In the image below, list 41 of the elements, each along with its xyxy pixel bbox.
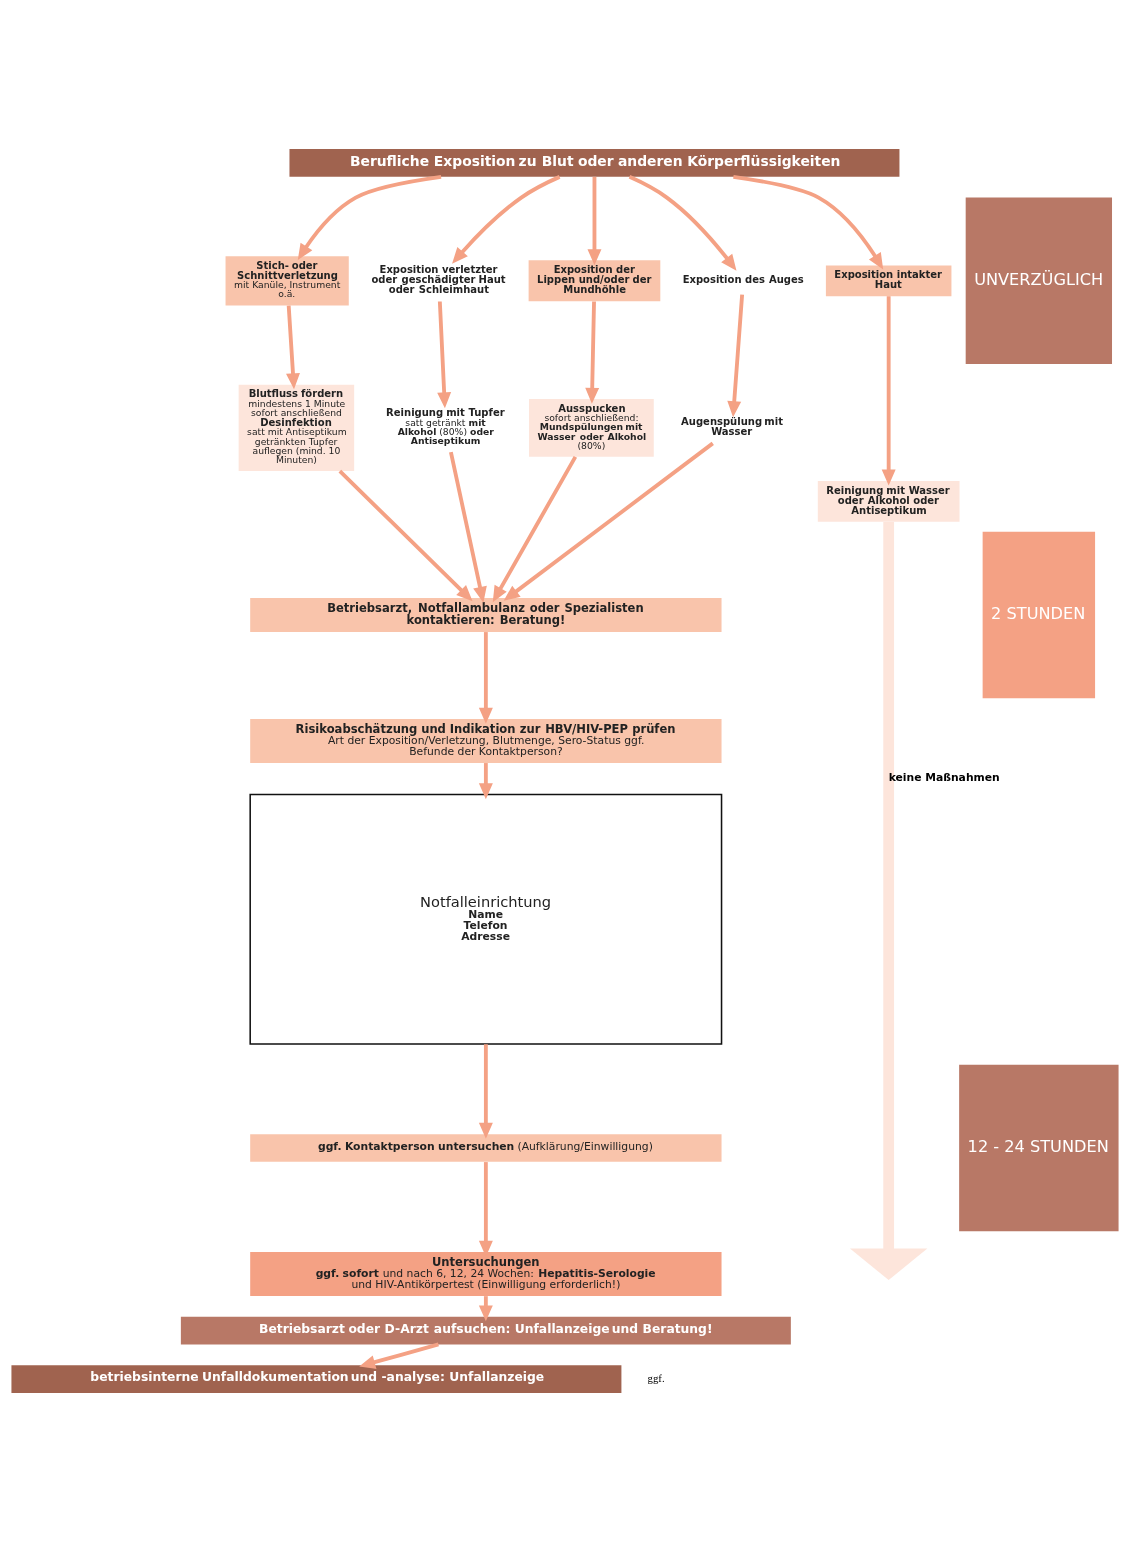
node-text: Exposition des Auges: [682, 273, 804, 285]
arrow: [449, 451, 487, 603]
node-text: Reinigung mit Tupfer satt getränkt mit Alkohol (80%) oder Antiseptikum: [386, 406, 505, 446]
arrow: [452, 174, 561, 264]
label: ggf.: [647, 1371, 665, 1384]
arrow: [628, 174, 737, 271]
node-box: Ausspucken sofort anschließend: Mundspülungen mit Wasser oder Alkohol (80%): [529, 398, 654, 457]
node-box: ggf. Kontaktperson untersuchen (Aufklärung/Einwilligung): [250, 1133, 722, 1162]
arrow: [585, 300, 600, 404]
node-box: Berufliche Exposition zu Blut oder anderen Körperflüssigkeiten: [289, 148, 900, 177]
arrow: [297, 174, 442, 260]
node-text: Exposition verletzter oder geschädigter Haut oder Schleimhaut: [371, 263, 506, 295]
node-box: Risikoabschätzung und Indikation zur HBV/HIV-PEP prüfen Art der Exposition/Verletzung, Blutmenge, Sero-Status ggf. Befunde der Kontaktperson?: [250, 718, 722, 763]
arrow: [733, 174, 884, 269]
arrow: [587, 176, 602, 265]
node-box: Exposition intakter Haut: [825, 264, 952, 296]
arrow: [492, 455, 578, 602]
node-box: 2 STUNDEN: [982, 531, 1096, 698]
node-box: Betriebsarzt, Notfallambulanz oder Spezialisten kontaktieren: Beratung!: [250, 597, 722, 632]
node-box: UNVERZÜGLICH: [965, 197, 1112, 364]
arrow: [437, 300, 452, 408]
node-box: Blutfluss fördern mindestens 1 Minute sofort anschließend Desinfektion satt mit Antiseptikum getränkten Tupfer auflegen (mind. 10 Minuten): [238, 384, 355, 471]
node-box: betriebsinterne Unfalldokumentation und -analyse: Unfallanzeige: [11, 1364, 622, 1393]
edge-label: keine Maßnahmen: [888, 770, 1000, 784]
arrow: [503, 441, 714, 601]
arrow: [286, 304, 300, 389]
node-text: Augenspülung mit Wasser: [681, 415, 783, 437]
node-box: Betriebsarzt oder D-Arzt aufsuchen: Unfallanzeige und Beratung!: [180, 1316, 791, 1344]
node-box: Stich- oder Schnittverletzung mit Kanüle, Instrument o.ä.: [225, 255, 349, 305]
node-box: Untersuchungen ggf. sofort und nach 6, 12, 24 Wochen: Hepatitis-Serologie und HIV-Antikörpertest (Einwilligung erforderlich!): [250, 1251, 722, 1296]
node-box: Reinigung mit Wasser oder Alkohol oder Antiseptikum: [817, 480, 960, 522]
arrow: [338, 469, 473, 601]
arrow: [849, 521, 928, 1280]
arrow: [881, 295, 896, 486]
arrow: [727, 294, 745, 417]
node-box: 12 - 24 STUNDEN: [959, 1064, 1119, 1231]
node-box: Exposition der Lippen und/oder der Mundhöhle: [528, 259, 661, 301]
arrow: [478, 762, 493, 799]
arrow: [478, 1043, 493, 1139]
node-box: Notfalleinrichtung Name Telefon Adresse: [249, 793, 723, 1045]
arrow: [478, 631, 493, 724]
